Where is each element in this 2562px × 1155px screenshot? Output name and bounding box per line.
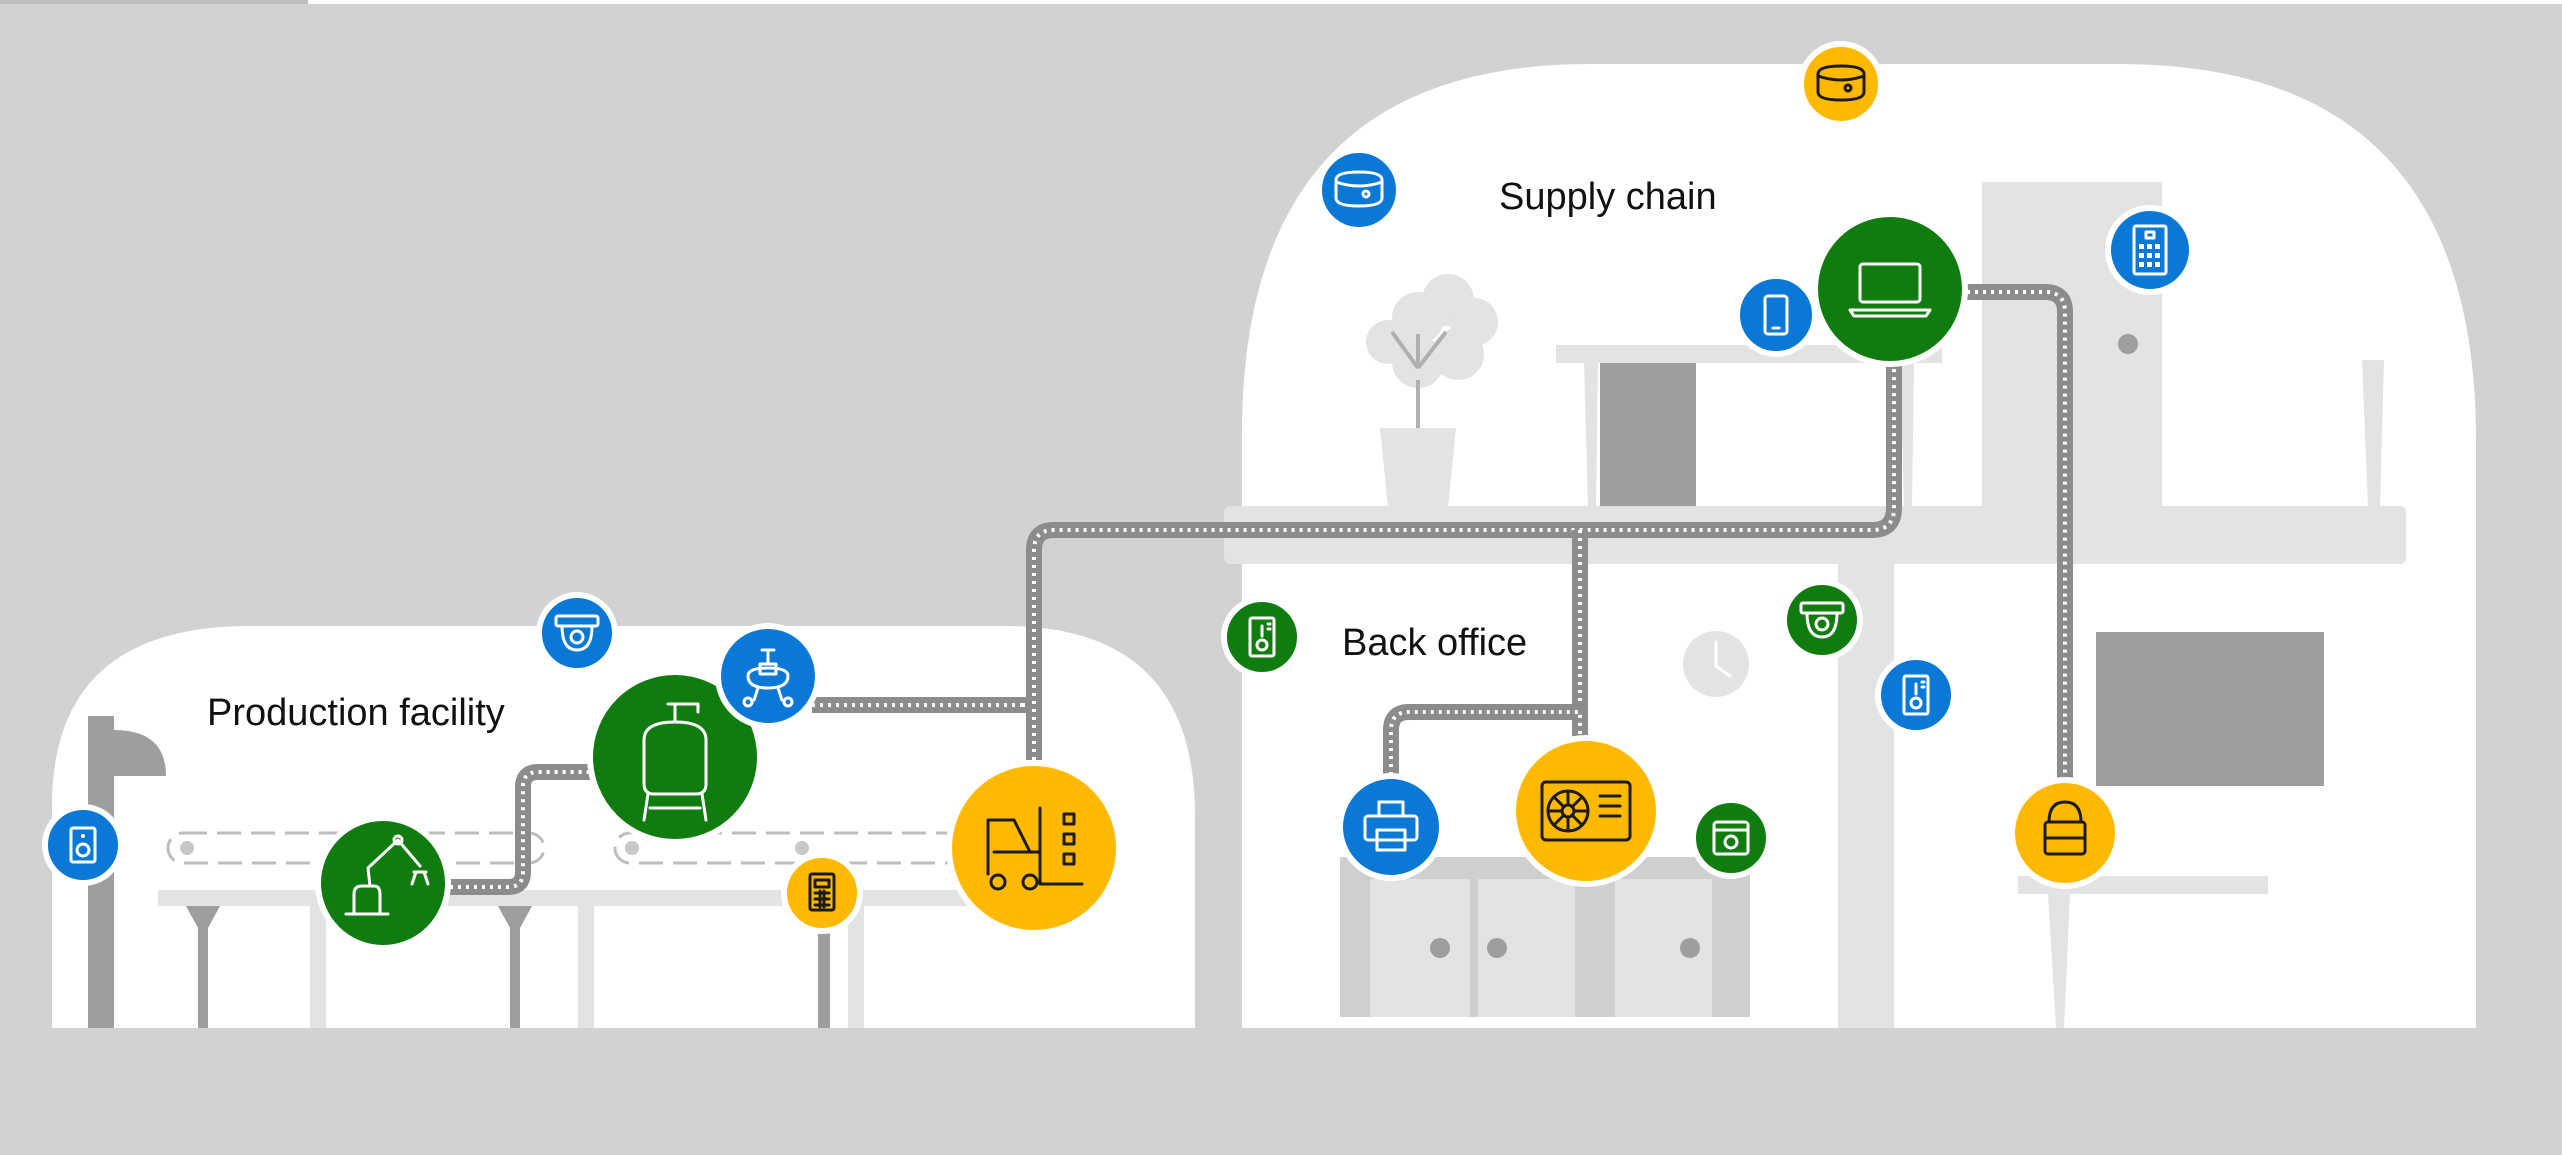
dome-camera-icon [1799,601,1845,639]
wall-clock [1683,631,1749,697]
printer-node[interactable] [1337,773,1445,881]
top-edge-shadow [0,0,308,4]
back-office-label: Back office [1342,622,1527,664]
office-monitor-screen [2096,632,2324,786]
keypad-panel-node[interactable] [2105,205,2195,295]
conveyor-belt-right [613,831,997,865]
top-edge-strip [0,0,2562,4]
smoke-detector-icon [1816,64,1866,102]
safe-icon [1712,820,1750,856]
robotic-arm-node[interactable] [315,815,451,951]
tank-icon [642,702,708,822]
intercom-speaker-node[interactable] [42,804,124,886]
forklift-node[interactable] [946,760,1122,936]
industrial-tank-node[interactable] [587,669,763,845]
pipe-robot-to-tank-dots [450,770,590,889]
laptop-node[interactable] [1812,211,1968,367]
office-cabinet [1340,857,1750,1017]
forklift-icon [986,806,1084,891]
supply-shelf-post [2362,360,2384,508]
keypad-icon [2132,224,2168,276]
pipe-laptop-to-lock [1967,284,2073,780]
speaker-icon [69,826,97,864]
thermostat-icon [1248,616,1276,658]
laptop-icon [1848,262,1932,318]
security-camera-office-node[interactable] [1781,579,1863,661]
hvac-icon [1540,780,1632,842]
pipe-printer-link-dots [1389,710,1582,775]
production-facility-label: Production facility [207,692,505,734]
smoke-detector-icon [1334,170,1384,208]
safe-box-node[interactable] [1690,797,1772,879]
hvac-unit-node[interactable] [1510,735,1662,887]
valve-icon [742,648,794,708]
mobile-phone-node[interactable] [1734,273,1818,357]
valve-pump-node[interactable] [715,623,821,729]
dome-camera-icon [554,614,600,652]
calculator-icon [808,872,836,912]
thermostat-hall-node[interactable] [1875,654,1957,736]
security-camera-production-node[interactable] [536,592,618,674]
potted-plant [1366,274,1498,508]
calculator-device-node[interactable] [781,852,863,934]
smart-lock-node[interactable] [2009,777,2121,889]
printer-icon [1363,800,1419,852]
phone-icon [1763,294,1789,336]
smoke-detector-left-node[interactable] [1316,147,1402,233]
pipe-forklift-riser-dots [1032,365,1896,760]
network-pipes [450,284,2073,895]
thermostat-office-node[interactable] [1221,596,1303,678]
robot-arm-icon [344,834,430,916]
thermostat-icon [1902,674,1930,716]
lock-icon [2043,800,2087,856]
smoke-detector-top-node[interactable] [1798,41,1884,127]
supply-chain-label: Supply chain [1499,176,1717,218]
